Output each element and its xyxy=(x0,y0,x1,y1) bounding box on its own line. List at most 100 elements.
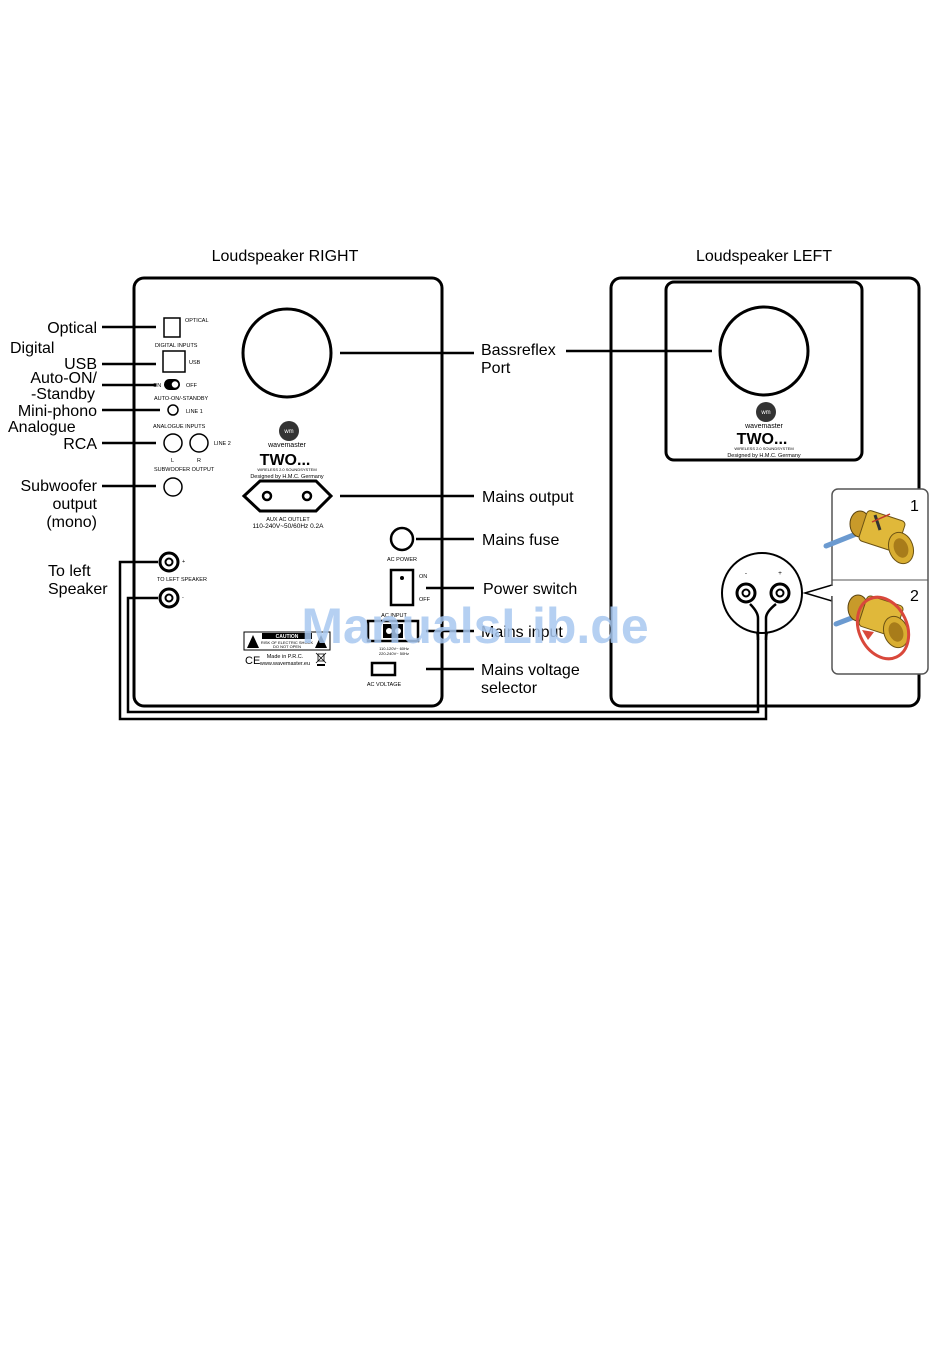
callout-mains-fuse: Mains fuse xyxy=(482,532,559,549)
bassreflex-port-left xyxy=(718,305,810,397)
aux-outlet-rating: 110-240V~50/60Hz 0.2A xyxy=(253,523,325,530)
brand-designed-by: Designed by H.M.C. Germany xyxy=(727,453,801,459)
auto-standby-label: AUTO-ON/-STANDBY xyxy=(154,396,209,402)
rca-r-label: R xyxy=(197,458,201,464)
subwoofer-output-jack xyxy=(163,477,183,497)
brand-logo-icon xyxy=(279,421,299,441)
digital-inputs-label: DIGITAL INPUTS xyxy=(155,343,198,349)
ac-power-label: AC POWER xyxy=(387,557,417,563)
digital-inputs-group: OPTICAL DIGITAL INPUTS USB xyxy=(155,317,209,373)
voltage-rating-1: 110-120V~ 60Hz xyxy=(379,646,409,651)
ac-power-fuse: AC POWER xyxy=(387,526,417,563)
voltage-rating-2: 220-240V~ 50Hz xyxy=(379,651,409,656)
callout-selector: selector xyxy=(481,680,538,697)
left-terminal-minus-label: - xyxy=(745,570,747,577)
right-speaker-panel xyxy=(132,276,444,708)
step2-illustration: 2 xyxy=(833,588,919,661)
bassreflex-port-right xyxy=(241,307,333,399)
caution-sub-1: RISK OF ELECTRIC SHOCK xyxy=(261,640,314,645)
brand-subtitle: WIRELESS 2.0 SOUNDSYSTEM xyxy=(257,467,316,472)
usb-input-port xyxy=(162,350,186,373)
brand-logo-text: wm xyxy=(760,410,770,416)
callout-analogue: Analogue xyxy=(8,419,76,436)
callout-to-left: To left xyxy=(48,563,91,580)
brand-designed-by: Designed by H.M.C. Germany xyxy=(250,474,324,480)
callout-auto-on: Auto-ON/ xyxy=(30,370,97,387)
rca-l-label: L xyxy=(171,458,174,464)
ac-input-label: AC INPUT xyxy=(381,613,407,619)
callout-standby: -Standby xyxy=(31,386,95,403)
callout-usb: USB xyxy=(64,356,97,373)
speaker-terminals-right: + TO LEFT SPEAKER - xyxy=(157,551,207,609)
power-off-label: OFF xyxy=(419,597,431,603)
terminal-minus xyxy=(158,587,180,609)
optical-input-port xyxy=(163,317,181,338)
brand-name: wavemaster xyxy=(744,423,783,430)
callout-mains-output: Mains output xyxy=(482,489,574,506)
subwoofer-output-label: SUBWOOFER OUTPUT xyxy=(154,467,215,473)
aux-outlet-label: AUX AC OUTLET xyxy=(266,517,310,523)
callout-subwoofer-mono: (mono) xyxy=(46,514,97,531)
line1-label: LINE 1 xyxy=(186,409,203,415)
callout-subwoofer-output: output xyxy=(53,496,98,513)
left-speaker-front-plate xyxy=(664,280,864,462)
website-label: www.wavemaster.eu xyxy=(259,661,310,667)
to-left-speaker-label: TO LEFT SPEAKER xyxy=(157,577,207,583)
brand-left: wm wavemaster TWO... WIRELESS 2.0 SOUNDS… xyxy=(727,402,801,459)
analogue-inputs-group: LINE 1 ANALOGUE INPUTS LINE 2 L R SUBWOO… xyxy=(153,404,231,497)
auto-on-label: ON xyxy=(153,383,161,389)
ac-voltage-label: AC VOLTAGE xyxy=(367,682,402,688)
callout-subwoofer: Subwoofer xyxy=(21,478,98,495)
brand-name: wavemaster xyxy=(267,442,306,449)
optical-label: OPTICAL xyxy=(185,318,209,324)
rca-left-jack xyxy=(163,433,183,453)
callout-mains-voltage: Mains voltage xyxy=(481,662,580,679)
weee-bin-icon xyxy=(315,652,327,666)
brand-logo-text: wm xyxy=(283,429,293,435)
right-callouts: Bassreflex Port Mains output Mains fuse … xyxy=(340,342,712,697)
watermark: ManualsLib.de xyxy=(301,598,648,654)
aux-ac-outlet: AUX AC OUTLET 110-240V~50/60Hz 0.2A xyxy=(241,479,334,530)
caution-sub-2: DO NOT OPEN xyxy=(273,644,301,649)
left-callouts: Optical Digital USB Auto-ON/ -Standby Mi… xyxy=(8,320,160,598)
terminal-plus-label: + xyxy=(182,559,185,565)
brand-model: TWO... xyxy=(260,452,311,469)
ce-mark: CE xyxy=(245,655,260,667)
brand-subtitle: WIRELESS 2.0 SOUNDSYSTEM xyxy=(734,446,793,451)
left-terminal-plus xyxy=(769,582,791,604)
power-switch: ON OFF xyxy=(389,568,431,607)
rotate-arrow-icon xyxy=(855,595,911,661)
callout-speaker: Speaker xyxy=(48,581,108,598)
power-on-label: ON xyxy=(419,574,427,580)
made-in-label: Made in P.R.C. xyxy=(267,654,304,660)
binding-post-instructions: 1 2 xyxy=(823,488,929,675)
warning-triangle-icon xyxy=(247,635,259,648)
brand-logo-icon xyxy=(756,402,776,422)
auto-off-label: OFF xyxy=(186,383,198,389)
step2-number: 2 xyxy=(910,588,919,605)
callout-mini-phono: Mini-phono xyxy=(18,403,97,420)
callout-pointer xyxy=(802,583,833,603)
caution-label: CAUTION RISK OF ELECTRIC SHOCK DO NOT OP… xyxy=(243,631,331,667)
left-speaker-terminal-plate: - + xyxy=(721,552,833,640)
callout-port: Port xyxy=(481,360,511,377)
callout-power-switch: Power switch xyxy=(483,581,577,598)
left-terminal-minus xyxy=(735,582,757,604)
caution-text: CAUTION xyxy=(276,634,299,640)
callout-digital: Digital xyxy=(10,340,54,357)
line2-label: LINE 2 xyxy=(214,441,231,447)
title-loudspeaker-left: Loudspeaker LEFT xyxy=(696,248,832,265)
auto-standby-switch-group: ON OFF AUTO-ON/-STANDBY xyxy=(153,379,209,402)
rca-right-jack xyxy=(189,433,209,453)
callout-bassreflex: Bassreflex xyxy=(481,342,556,359)
title-loudspeaker-right: Loudspeaker RIGHT xyxy=(212,248,359,265)
terminal-plus xyxy=(158,551,180,573)
step1-number: 1 xyxy=(910,498,919,515)
ac-input-socket: AC INPUT 110-120V~ 60Hz 220-240V~ 50Hz xyxy=(366,613,420,656)
analogue-inputs-label: ANALOGUE INPUTS xyxy=(153,424,206,430)
callout-mains-input: Mains input xyxy=(481,624,563,641)
left-terminal-plus-label: + xyxy=(778,570,782,577)
terminal-minus-label: - xyxy=(182,595,184,601)
step1-illustration: 1 xyxy=(823,498,919,565)
